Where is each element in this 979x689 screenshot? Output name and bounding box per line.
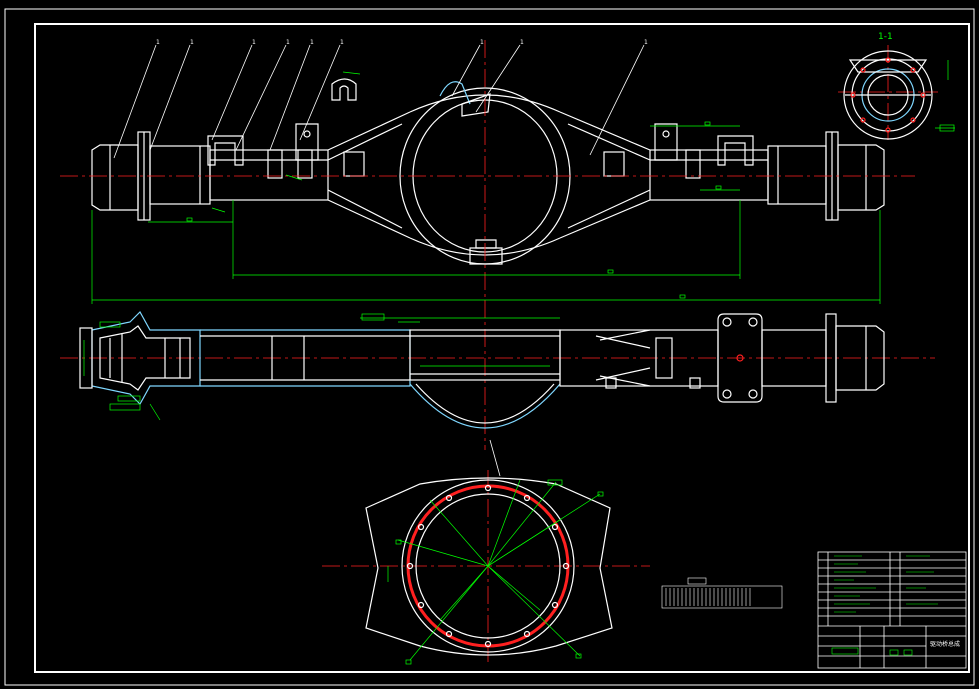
- axle-section-view: [79, 311, 885, 429]
- technical-notes-block: [661, 577, 783, 609]
- balloon-label: 1: [286, 39, 290, 46]
- drawing-frame: [4, 8, 975, 686]
- balloon-label: 1: [480, 39, 484, 46]
- balloon-label: 1: [190, 39, 194, 46]
- section-1-1-view: 1-1: [843, 32, 933, 140]
- axle-rear-cover-view: [365, 477, 613, 656]
- title-block: [817, 551, 967, 669]
- balloon-labels: 1 1 1 1 1 1 1 1 1: [156, 39, 648, 46]
- balloon-label: 1: [252, 39, 256, 46]
- section-label: 1-1: [878, 32, 893, 42]
- balloon-label: 1: [340, 39, 344, 46]
- leader-lines: [113, 44, 645, 477]
- balloon-label: 1: [156, 39, 160, 46]
- balloon-label: 1: [310, 39, 314, 46]
- centerlines: [60, 40, 938, 665]
- section-dimensions: [83, 313, 560, 421]
- balloon-label: 1: [520, 39, 524, 46]
- balloon-label: 1: [644, 39, 648, 46]
- dimension-lines: [91, 60, 955, 304]
- flange-construction-lines: [387, 479, 604, 665]
- drawing-title: 驱动桥总成: [930, 640, 960, 648]
- axle-front-view: [91, 78, 885, 265]
- title-block-entries: [831, 555, 938, 656]
